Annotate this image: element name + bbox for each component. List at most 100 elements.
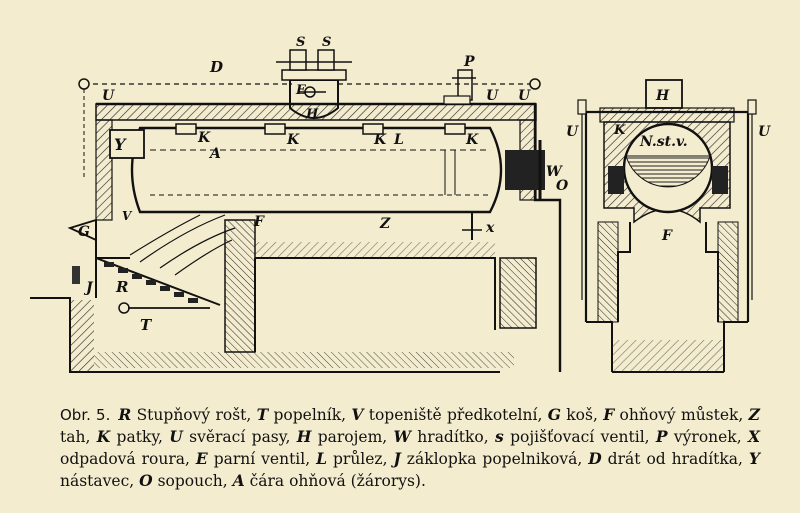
label-S1: S [296,35,305,50]
caption-key: X [747,427,760,446]
label-Z: Z [379,216,391,232]
label-Y: Y [114,135,127,154]
label-V: V [122,209,133,223]
caption-text: odpadová roura, [60,450,196,468]
label-P: P [463,54,475,70]
figure-caption: Obr. 5.R Stupňový rošt, T popelník, V to… [60,404,760,492]
caption-key: K [96,427,111,446]
caption-key: Z [748,405,760,424]
label-L: L [393,132,404,148]
bearers [175,123,466,135]
top-brick-layer [95,103,537,121]
safety-valve-left [289,49,307,71]
label-D: D [209,58,223,76]
caption-text: parní ventil, [207,450,317,468]
dome-H-cross [645,79,683,109]
label-J: J [83,280,94,296]
label-K2: K [286,132,300,148]
caption-key: J [393,449,401,468]
label-E: E [295,83,307,98]
left-brick-wall [95,119,113,221]
label-F: F [253,214,265,230]
label-U-right: U [518,88,531,104]
caption-text: záklopka popelniková, [400,450,589,468]
caption-text: parojem, [311,428,394,446]
label-nstv: N.st.v. [639,134,688,150]
flue-right [712,166,728,194]
flue-channel [254,257,496,352]
caption-text: sopouch, [152,472,233,490]
label-G: G [78,224,90,240]
caption-text: koš, [560,406,604,424]
caption-key: O [139,471,153,490]
label-H-cross: H [655,88,670,104]
caption-key: R [118,405,132,424]
caption-text: ohňový můstek, [614,406,749,424]
caption-key: D [588,449,602,468]
label-H: H [305,107,319,122]
firebox [95,220,221,306]
front-extension [109,129,145,159]
caption-key: s [495,427,504,446]
caption-key: A [232,471,245,490]
caption-text: nástavec, [60,472,140,490]
label-K4: K [465,132,479,148]
steam-dome [289,79,339,119]
caption-key: T [256,405,269,424]
safety-valve-right [317,49,335,71]
caption-key: G [547,405,561,424]
caption-text: pojišťovací ventil, [503,428,656,446]
caption-text: topeniště předkotelní, [363,406,548,424]
cross-section [577,79,757,373]
label-U-left: U [102,88,115,104]
caption-text: popelník, [268,406,352,424]
caption-key: V [351,405,364,424]
caption-text: výronek, [667,428,748,446]
caption-text: svěrací pasy, [182,428,297,446]
caption-body: R Stupňový rošt, T popelník, V topeniště… [60,405,760,490]
label-K-cross: K [613,123,626,138]
longitudinal-section [30,49,562,373]
caption-key: L [316,449,328,468]
caption-text: patky, [110,428,170,446]
caption-key: Y [748,449,760,468]
boiler-shell [130,126,503,214]
label-O: O [556,178,569,194]
caption-key: E [195,449,208,468]
caption-text: čára ohňová (žárorys). [244,472,426,490]
label-U-mid: U [486,88,499,104]
smoke-flue [505,150,545,190]
water-level [625,155,711,188]
label-U-cross-left: U [566,124,579,140]
flue-left [608,166,624,194]
caption-text: drát od hradítka, [601,450,749,468]
caption-text: hradítko, [410,428,496,446]
basket [67,218,97,242]
caption-key: W [393,427,411,446]
label-R: R [115,278,128,296]
label-T: T [140,316,153,334]
label-K1: K [197,130,211,146]
label-K3: K [373,132,387,148]
label-x: x [485,220,495,236]
caption-key: F [603,405,615,424]
caption-text: tah, [60,428,97,446]
foundation-hatch [70,300,94,372]
label-W: W [546,164,563,180]
caption-text: Stupňový rošt, [131,406,257,424]
boiler-diagram: D U S S E H P U U Y K A K K L K W O V G … [30,35,771,373]
label-A: A [208,146,221,162]
label-F-cross: F [661,228,673,244]
label-S2: S [322,35,331,50]
caption-key: U [169,427,183,446]
caption-text: průlez, [327,450,394,468]
label-U-cross-right: U [758,124,771,140]
step-grate [104,262,198,303]
brick-setting-outline [96,102,562,372]
caption-prefix: Obr. 5. [60,406,111,424]
flames [129,214,236,276]
fire-bridge [224,219,256,353]
caption-key: H [296,427,312,446]
caption-key: P [655,427,668,446]
